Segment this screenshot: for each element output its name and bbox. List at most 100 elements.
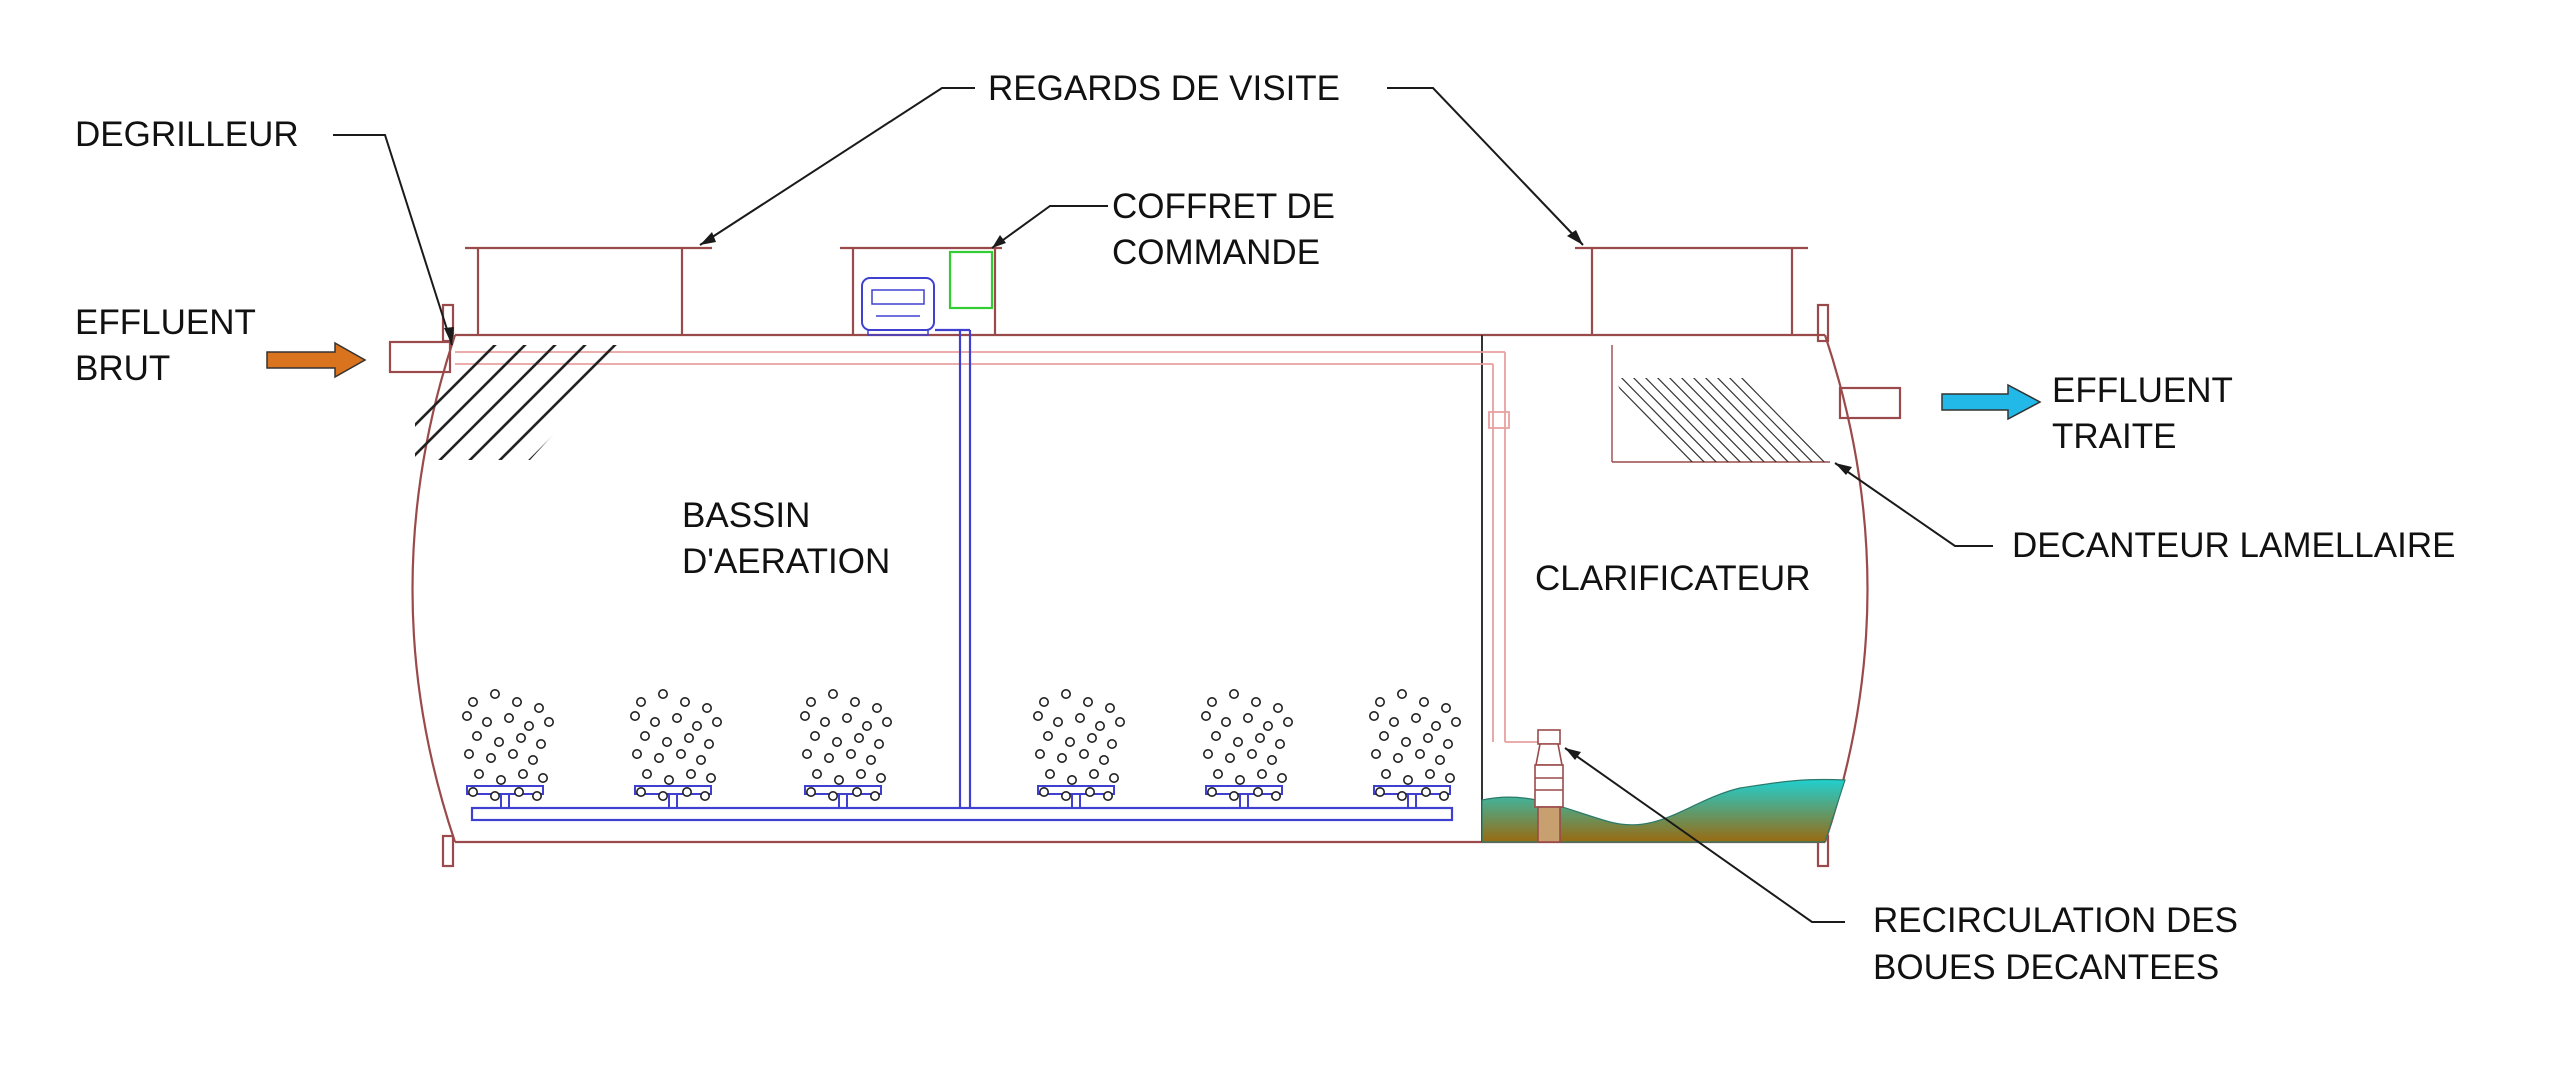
arrow-right-icon <box>1941 383 2042 421</box>
air-bubble <box>1067 774 1078 785</box>
manhole-right <box>1575 246 1808 335</box>
outlet-pipe <box>1838 386 1902 420</box>
air-bubble <box>1045 768 1056 779</box>
air-bubble <box>679 696 690 707</box>
label-bassin-line2: D'AERATION <box>682 542 890 581</box>
air-piping <box>470 328 1454 822</box>
air-bubble <box>495 774 506 785</box>
air-bubble <box>703 738 714 749</box>
air-bubble <box>1389 716 1400 727</box>
arrowhead <box>992 235 1006 248</box>
air-bubble <box>461 710 472 721</box>
label-clarificateur: CLARIFICATEUR <box>1535 559 1811 598</box>
air-bubble <box>1095 720 1106 731</box>
air-bubble <box>1099 754 1110 765</box>
diffuser-plate <box>1373 785 1451 795</box>
air-bubble <box>1089 768 1100 779</box>
air-bubble <box>467 786 478 797</box>
air-bubble <box>515 732 526 743</box>
air-bubble <box>535 738 546 749</box>
air-bubble <box>827 790 838 801</box>
air-bubble <box>527 754 538 765</box>
air-bubble <box>1079 748 1090 759</box>
air-bubble <box>1221 716 1232 727</box>
air-bubble <box>1243 712 1254 723</box>
air-bubble <box>1371 748 1382 759</box>
air-bubble <box>1401 736 1412 747</box>
air-bubble <box>467 696 478 707</box>
air-bubble <box>865 754 876 765</box>
air-bubble <box>685 768 696 779</box>
air-bubble <box>493 736 504 747</box>
air-bubble <box>517 768 528 779</box>
air-bubble <box>1053 716 1064 727</box>
screening-grid <box>415 345 635 460</box>
air-bubble <box>1039 696 1050 707</box>
air-bubble <box>1203 748 1214 759</box>
air-bubble <box>1057 752 1068 763</box>
air-bubble <box>473 768 484 779</box>
air-bubble <box>831 736 842 747</box>
air-bubble <box>675 748 686 759</box>
air-bubble <box>635 786 646 797</box>
air-bubble <box>695 754 706 765</box>
air-bubble <box>1421 786 1432 797</box>
air-bubble <box>873 738 884 749</box>
diffuser-stem <box>838 793 848 809</box>
air-bubble <box>869 790 880 801</box>
air-bubble <box>1235 774 1246 785</box>
air-bubble <box>463 748 474 759</box>
air-bubble <box>485 752 496 763</box>
air-bubble <box>1375 786 1386 797</box>
air-bubble <box>533 702 544 713</box>
air-bubble <box>1375 696 1386 707</box>
air-bubble <box>871 702 882 713</box>
air-bubble <box>1115 716 1126 727</box>
air-bubble <box>649 716 660 727</box>
air-bubble <box>1065 736 1076 747</box>
air-bubble <box>1403 774 1414 785</box>
air-bubble <box>1257 768 1268 779</box>
air-bubble <box>875 772 886 783</box>
air-bubble <box>635 696 646 707</box>
air-bubble <box>1083 696 1094 707</box>
air-bubble <box>1035 748 1046 759</box>
manhole-left <box>465 246 712 335</box>
arrowhead <box>1567 230 1583 245</box>
air-bubble <box>489 688 500 699</box>
air-bubble <box>507 748 518 759</box>
air-bubble <box>881 716 892 727</box>
air-bubble <box>1039 786 1050 797</box>
air-bubble <box>853 732 864 743</box>
air-bubble <box>1229 688 1240 699</box>
air-bubble <box>1379 730 1390 741</box>
air-bubble <box>691 720 702 731</box>
air-bubble <box>799 710 810 721</box>
air-bubble <box>1419 696 1430 707</box>
air-bubble <box>1277 772 1288 783</box>
label-decanteur-lamellaire: DECANTEUR LAMELLAIRE <box>2012 526 2455 565</box>
air-bubble <box>841 712 852 723</box>
air-bubble <box>511 696 522 707</box>
air-bubble <box>1381 768 1392 779</box>
air-bubble <box>823 752 834 763</box>
label-coffret-line1: COFFRET DE <box>1112 187 1335 226</box>
air-bubble <box>819 716 830 727</box>
air-bubble <box>1369 710 1380 721</box>
air-bubble <box>653 752 664 763</box>
air-bubble <box>801 748 812 759</box>
air-bubble <box>1255 732 1266 743</box>
air-bubble <box>833 774 844 785</box>
diffuser-stem <box>1071 793 1081 809</box>
air-bubble <box>1103 790 1114 801</box>
air-bubble <box>1435 754 1446 765</box>
air-bubble <box>1253 786 1264 797</box>
label-regards-de-visite: REGARDS DE VISITE <box>988 69 1340 108</box>
diffuser-stem <box>1239 793 1249 809</box>
air-bubble <box>1075 712 1086 723</box>
air-bubble <box>1061 688 1072 699</box>
air-bubble <box>1105 702 1116 713</box>
air-bubble <box>1397 688 1408 699</box>
diffuser-plate <box>1037 785 1115 795</box>
